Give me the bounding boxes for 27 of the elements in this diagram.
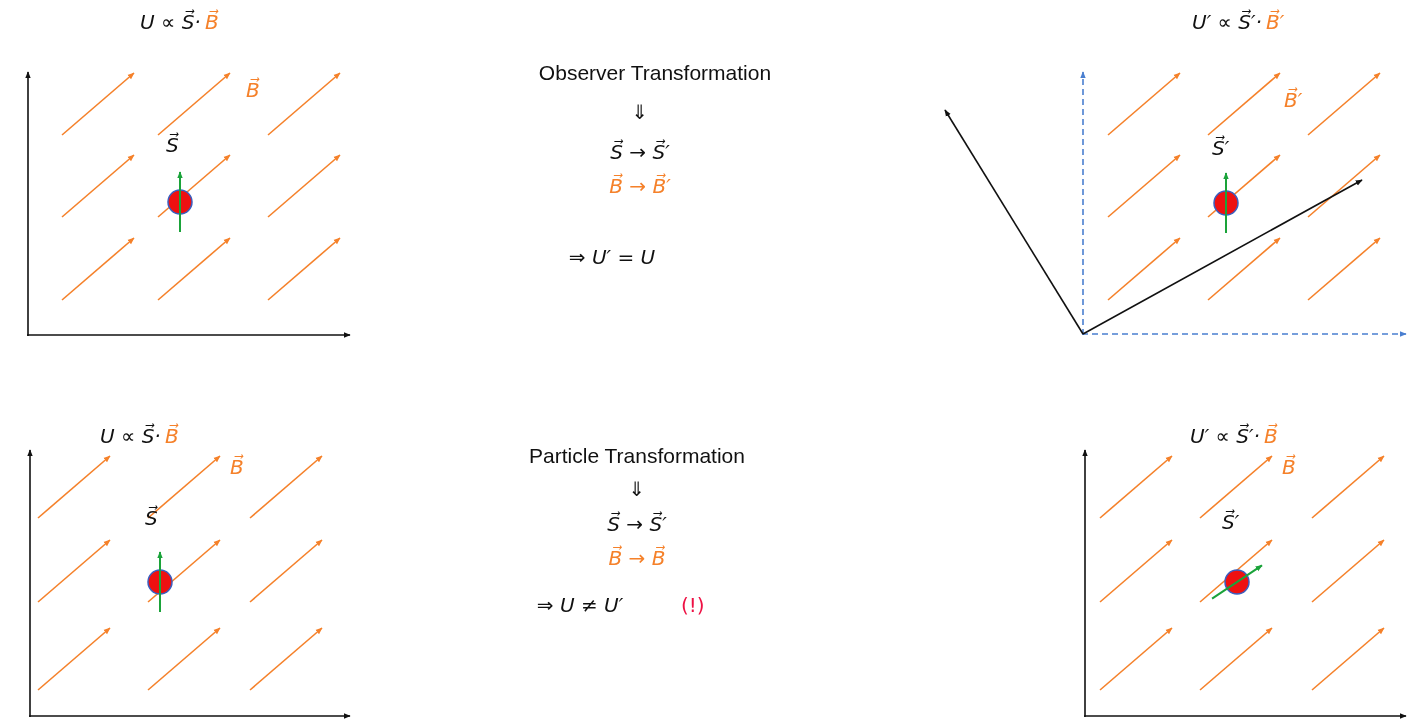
- math-label: B⃗: [1264, 424, 1278, 449]
- math-label: S⃗: [145, 506, 158, 531]
- math-label: B⃗ → B⃗′: [609, 174, 671, 199]
- math-label: B⃗: [1282, 455, 1296, 480]
- heading-text: Observer Transformation: [538, 60, 772, 86]
- math-label: B⃗: [246, 78, 260, 103]
- math-label: B⃗′: [1266, 10, 1285, 35]
- math-label: S⃗ → S⃗′: [607, 512, 667, 537]
- math-label: B⃗: [230, 455, 244, 480]
- math-label: U′ ∝ S⃗′·: [1190, 424, 1260, 449]
- math-label: S⃗ → S⃗′: [610, 140, 670, 165]
- math-label: ⇒ U′ = U: [568, 245, 656, 270]
- math-label: U ∝ S⃗·: [100, 424, 161, 449]
- heading-text: Particle Transformation: [529, 443, 745, 469]
- math-label: B⃗: [205, 10, 219, 35]
- math-label: S⃗′: [1212, 136, 1230, 161]
- math-label: ⇒ U ≠ U′: [536, 593, 624, 618]
- math-label: U ∝ S⃗·: [140, 10, 201, 35]
- math-symbol: (!): [681, 593, 705, 618]
- math-label: B⃗′: [1284, 88, 1303, 113]
- math-label: S⃗′: [1222, 510, 1240, 535]
- math-label: B⃗ → B⃗: [608, 546, 666, 571]
- math-symbol: ⇓: [628, 477, 646, 502]
- math-symbol: ⇓: [631, 100, 649, 125]
- math-label: U′ ∝ S⃗′·: [1192, 10, 1262, 35]
- math-label: B⃗: [165, 424, 179, 449]
- math-label: S⃗: [166, 133, 179, 158]
